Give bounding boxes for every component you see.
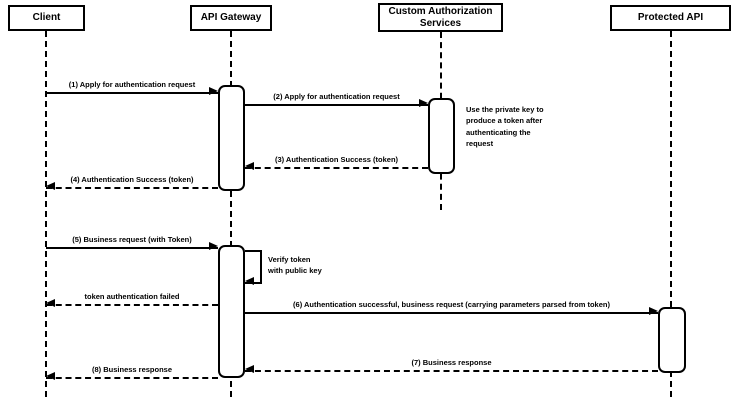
arrowhead-right-icon (209, 87, 218, 95)
message-4: (4) Authentication Success (token) (46, 175, 218, 190)
message-8-line (46, 377, 218, 379)
self-message-label: Verify token with public key (268, 255, 322, 275)
message-6-label: (6) Authentication successful, business … (293, 300, 610, 309)
arrowhead-right-icon (209, 242, 218, 250)
actor-api-gateway: API Gateway (190, 5, 272, 31)
arrowhead-right-icon (649, 307, 658, 315)
lifeline-api-gateway (230, 31, 232, 397)
actor-protected-api: Protected API (610, 5, 731, 31)
message-2-label: (2) Apply for authentication request (273, 92, 400, 101)
actor-api-gateway-label: API Gateway (200, 12, 262, 23)
message-1-label: (1) Apply for authentication request (68, 80, 196, 89)
message-1-line (46, 92, 218, 94)
activation-protected-api (658, 307, 686, 373)
message-3: (3) Authentication Success (token) (245, 155, 428, 170)
lifeline-protected-api (670, 31, 672, 397)
arrowhead-left-icon (46, 299, 55, 307)
self-message-top-segment (245, 250, 262, 252)
arrowhead-left-icon (245, 277, 254, 285)
lifeline-client (45, 31, 47, 397)
activation-custom-auth-services (428, 98, 455, 174)
message-7-label: (7) Business response (411, 358, 492, 367)
message-token-failed: token authentication failed (46, 292, 218, 307)
message-8-label: (8) Business response (91, 365, 173, 374)
message-5-line (46, 247, 218, 249)
self-message-verify-token: Verify token with public key (245, 250, 365, 286)
message-7: (7) Business response (245, 358, 658, 373)
arrowhead-left-icon (245, 162, 254, 170)
actor-client: Client (8, 5, 85, 31)
message-6: (6) Authentication successful, business … (245, 300, 658, 315)
message-4-label: (4) Authentication Success (token) (70, 175, 194, 184)
message-6-line (245, 312, 658, 314)
message-1: (1) Apply for authentication request (46, 80, 218, 95)
message-2-line (245, 104, 428, 106)
message-7-line (245, 370, 658, 372)
arrowhead-left-icon (46, 372, 55, 380)
message-5: (5) Business request (with Token) (46, 235, 218, 250)
self-message-right-segment (260, 250, 262, 284)
message-5-label: (5) Business request (with Token) (72, 235, 192, 244)
arrowhead-right-icon (419, 99, 428, 107)
message-3-label: (3) Authentication Success (token) (274, 155, 399, 164)
message-token-failed-line (46, 304, 218, 306)
actor-protected-api-label: Protected API (637, 12, 704, 23)
message-3-line (245, 167, 428, 169)
actor-custom-auth-services: Custom Authorization Services (378, 3, 503, 32)
arrowhead-left-icon (245, 365, 254, 373)
arrowhead-left-icon (46, 182, 55, 190)
actor-client-label: Client (32, 12, 61, 23)
message-token-failed-label: token authentication failed (84, 292, 180, 301)
message-8: (8) Business response (46, 365, 218, 380)
message-4-line (46, 187, 218, 189)
actor-custom-auth-services-label: Custom Authorization Services (388, 5, 493, 29)
activation-api-gateway-1 (218, 85, 245, 191)
note-private-key: Use the private key to produce a token a… (466, 105, 544, 148)
activation-api-gateway-2 (218, 245, 245, 378)
message-2: (2) Apply for authentication request (245, 92, 428, 107)
